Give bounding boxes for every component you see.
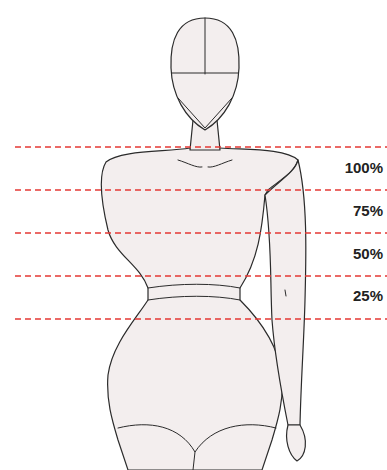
percent-label: 100%: [345, 159, 383, 177]
guide-line-dashed: [15, 275, 387, 277]
collarbone-left: [178, 160, 202, 167]
arm-outline: [265, 160, 306, 425]
hand-outline: [287, 425, 306, 461]
leg-gap: [193, 452, 195, 470]
head-guide-horizontal: [172, 73, 238, 74]
elbow-mark: [285, 290, 286, 296]
guide-line-dashed: [15, 318, 387, 320]
guide-line-dashed: [15, 146, 387, 148]
percent-label: 50%: [353, 245, 383, 263]
belt-bottom: [148, 296, 240, 300]
percent-label: 25%: [353, 287, 383, 305]
percent-label: 75%: [353, 202, 383, 220]
face-guide: [178, 98, 232, 128]
belt-top: [148, 284, 240, 288]
guide-line-dashed: [15, 189, 387, 191]
head-outline: [171, 18, 239, 130]
collarbone-right: [208, 160, 232, 167]
guide-line-dashed: [15, 232, 387, 234]
briefs-line: [118, 425, 276, 452]
head-guide-vertical: [205, 18, 206, 74]
